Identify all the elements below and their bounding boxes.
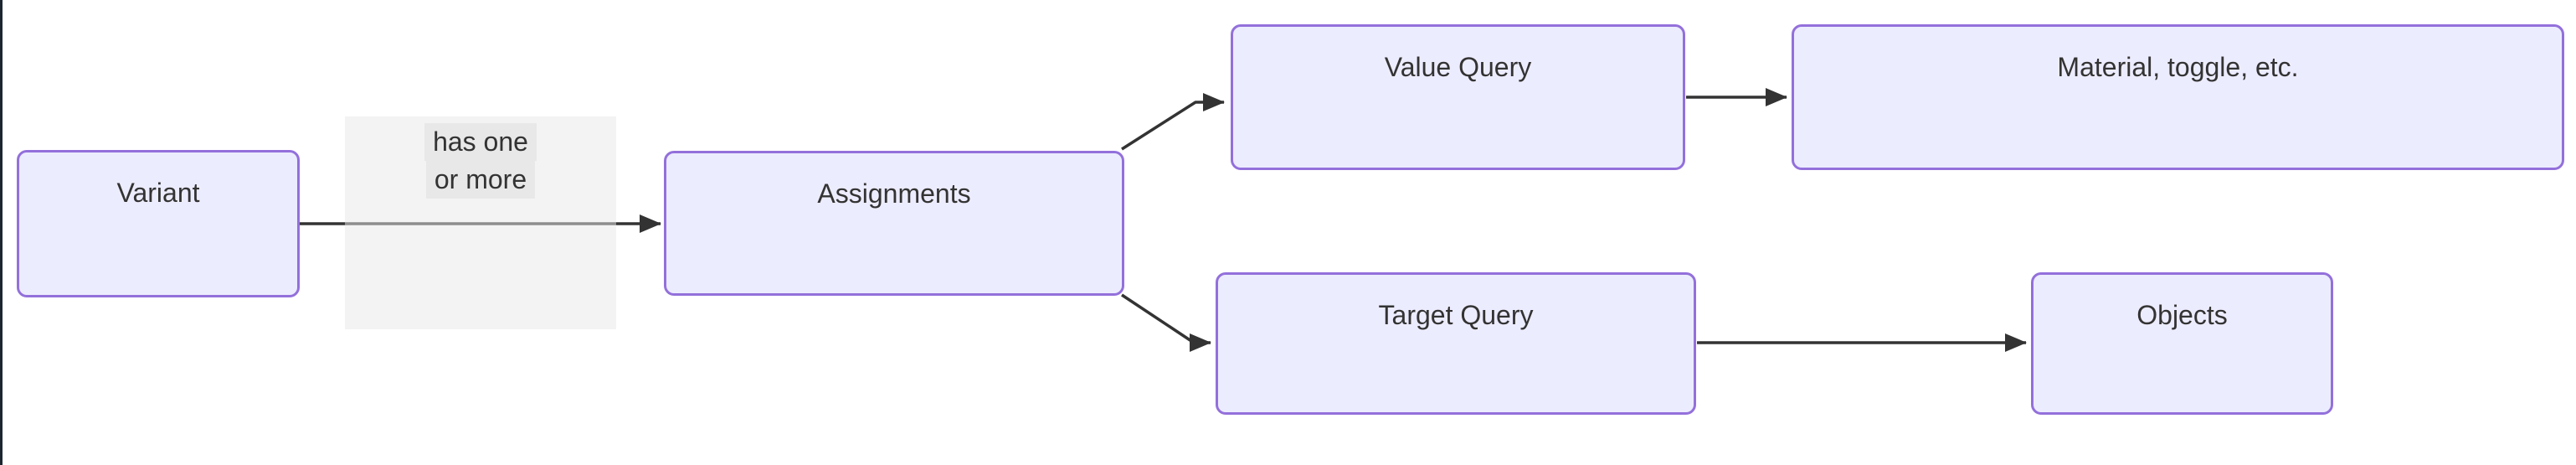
node-material-toggle-etc: Material, toggle, etc.	[1792, 24, 2564, 170]
node-target-query: Target Query	[1216, 272, 1696, 415]
edge-label-has-one-or-more: has one or more	[345, 116, 616, 329]
edge-label-line-2: or more	[425, 161, 536, 199]
node-material-toggle-etc-label: Material, toggle, etc.	[2057, 52, 2299, 82]
node-value-query-label: Value Query	[1384, 52, 1532, 82]
node-objects: Objects	[2031, 272, 2333, 415]
window-edge-divider	[0, 0, 3, 465]
node-assignments-label: Assignments	[817, 178, 971, 209]
edge-assignments-value-query	[1121, 93, 1225, 151]
node-value-query: Value Query	[1231, 24, 1685, 170]
edge-label-line-1: has one	[424, 123, 537, 161]
node-assignments: Assignments	[664, 151, 1124, 296]
node-variant: Variant	[17, 150, 300, 297]
node-target-query-label: Target Query	[1378, 300, 1534, 330]
edge-assignments-target-query	[1121, 293, 1211, 352]
node-variant-label: Variant	[116, 178, 200, 208]
node-objects-label: Objects	[2136, 300, 2228, 330]
